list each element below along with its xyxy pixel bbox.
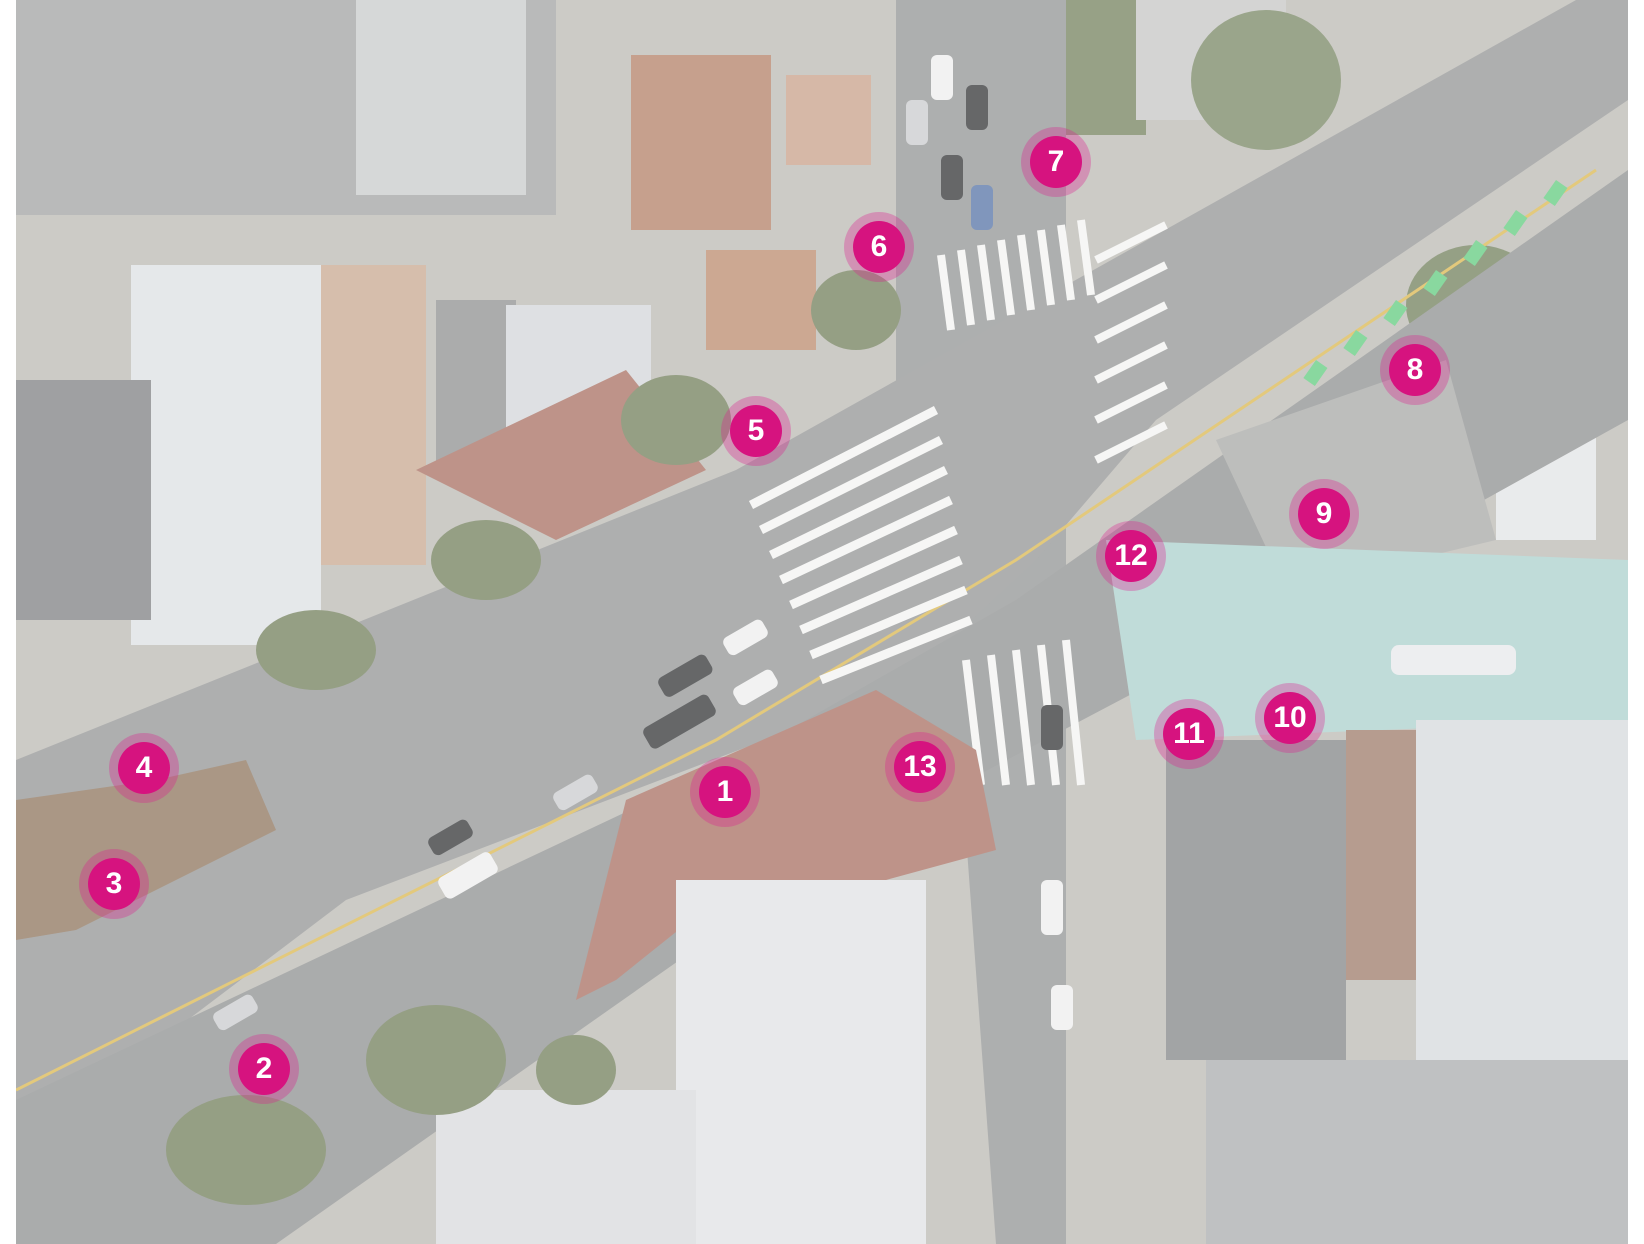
crosswalk-west (748, 405, 973, 685)
marker-badge: 2 (238, 1043, 290, 1095)
marker-badge: 9 (1298, 488, 1350, 540)
marker-badge: 4 (118, 742, 170, 794)
location-marker-5[interactable]: 5 (721, 396, 791, 466)
roof (786, 75, 871, 165)
marker-number: 13 (903, 750, 937, 783)
marker-badge: 6 (853, 221, 905, 273)
marker-number: 5 (747, 414, 765, 447)
washout-overlay (16, 0, 1628, 1244)
location-marker-2[interactable]: 2 (229, 1034, 299, 1104)
roof (1206, 1060, 1628, 1244)
crosswalk-north (937, 219, 1095, 331)
marker-badge: 7 (1030, 136, 1082, 188)
location-marker-8[interactable]: 8 (1380, 335, 1450, 405)
roof (1346, 730, 1426, 980)
roof (131, 265, 321, 645)
marker-number: 7 (1047, 145, 1065, 178)
marker-badge: 11 (1163, 708, 1215, 760)
marker-badge: 3 (88, 858, 140, 910)
roof (436, 1090, 696, 1244)
garden-plaza (16, 760, 276, 940)
diagonal-avenue (16, 0, 1628, 1150)
location-marker-4[interactable]: 4 (109, 733, 179, 803)
roof (16, 380, 151, 620)
location-marker-9[interactable]: 9 (1289, 479, 1359, 549)
roof (356, 0, 526, 195)
marker-badge: 5 (730, 405, 782, 457)
marker-badge: 1 (699, 766, 751, 818)
marker-number: 9 (1315, 497, 1333, 530)
marker-number: 12 (1114, 539, 1148, 572)
location-marker-10[interactable]: 10 (1255, 683, 1325, 753)
roof (706, 250, 816, 350)
marker-badge: 13 (894, 741, 946, 793)
location-marker-12[interactable]: 12 (1096, 521, 1166, 591)
marker-number: 2 (255, 1052, 273, 1085)
tree-canopies (166, 270, 901, 1205)
diagonal-avenue-south (16, 170, 1628, 1244)
plaza-east (1216, 360, 1496, 590)
marker-number: 1 (716, 775, 734, 808)
location-marker-13[interactable]: 13 (885, 732, 955, 802)
tree-canopy (1191, 10, 1341, 150)
marker-number: 10 (1273, 701, 1307, 734)
roof (631, 55, 771, 230)
transit-lane (1106, 540, 1628, 740)
vehicles (213, 55, 1073, 1031)
streetcar (1391, 645, 1516, 675)
marker-number: 4 (135, 751, 153, 784)
marker-badge: 8 (1389, 344, 1441, 396)
bike-lane-markings (1303, 180, 1568, 387)
location-marker-3[interactable]: 3 (79, 849, 149, 919)
location-marker-11[interactable]: 11 (1154, 699, 1224, 769)
roof (1166, 740, 1346, 1060)
marker-number: 8 (1406, 353, 1424, 386)
location-marker-1[interactable]: 1 (690, 757, 760, 827)
marker-badge: 12 (1105, 530, 1157, 582)
crosswalk-east (1094, 221, 1168, 464)
center-line (16, 168, 1597, 1092)
roof (676, 880, 926, 1244)
location-marker-6[interactable]: 6 (844, 212, 914, 282)
roof (1416, 720, 1628, 1100)
aerial-map: 1 2 3 4 5 6 7 8 9 (16, 0, 1628, 1244)
location-marker-7[interactable]: 7 (1021, 127, 1091, 197)
marker-number: 6 (870, 230, 888, 263)
marker-number: 11 (1173, 717, 1205, 750)
marker-badge: 10 (1264, 692, 1316, 744)
aerial-base-map (16, 0, 1628, 1244)
roof (321, 265, 426, 565)
marker-number: 3 (105, 867, 123, 900)
